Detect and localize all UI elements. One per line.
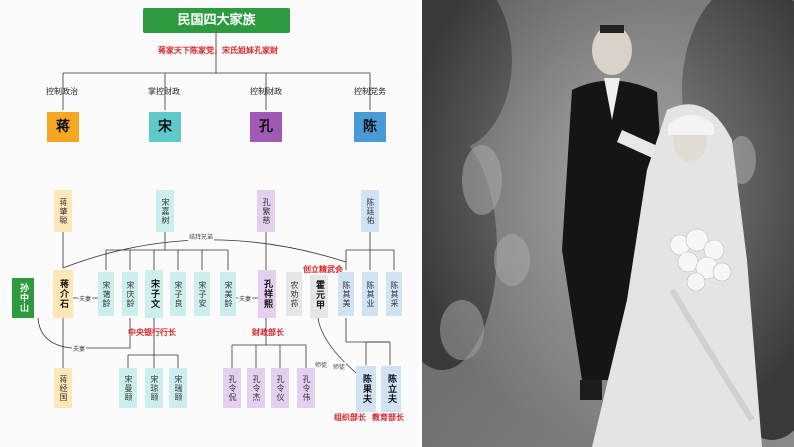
family-jiang: 蒋 [47, 112, 79, 142]
person-song-ruiyi: 宋瑞颐 [169, 368, 187, 408]
role-label-chen: 控制党务 [354, 87, 386, 96]
person-kong-lingjie: 孔令杰 [247, 368, 265, 408]
person-song-ziwen: 宋子文 [145, 270, 163, 318]
role-label-kong: 控制财政 [250, 87, 282, 96]
person-chen-lifu: 陈立夫 [381, 366, 401, 412]
person-song-qingling: 宋庆龄 [122, 272, 138, 316]
wedding-photo-image [422, 0, 794, 447]
person-song-zian: 宋子安 [194, 272, 210, 316]
person-kong-lingkan: 孔令侃 [223, 368, 241, 408]
family-chen: 陈 [354, 112, 386, 142]
family-tree-diagram: 民国四大家族 蒋家天下陈家党，宋氏姐妹孔家财 控制政治 掌控财政 控制财政 控制… [12, 8, 404, 422]
husband-label-jiang: 夫妻 [78, 294, 93, 303]
diagram-title: 民国四大家族 [143, 8, 290, 33]
person-kong-xiangxi: 孔祥熙 [258, 270, 276, 318]
family-kong: 孔 [250, 112, 282, 142]
elder-song: 宋嘉树 [156, 190, 174, 232]
finance-minister-label: 财政部长 [252, 328, 284, 337]
person-song-ziliang: 宋子良 [170, 272, 186, 316]
organization-minister-label: 组织部长 [334, 413, 366, 422]
elder-kong: 孔繁慈 [257, 190, 275, 232]
person-huo-yuanjia: 霍元甲 [310, 272, 328, 318]
person-kong-lingyi: 孔令仪 [271, 368, 289, 408]
husband-label-sun: 夫妻 [72, 344, 87, 353]
elder-jiang: 蒋肇聪 [54, 190, 72, 232]
diagram-subtitle: 蒋家天下陈家党，宋氏姐妹孔家财 [158, 46, 278, 55]
person-song-ailing: 宋蔼龄 [98, 272, 114, 316]
family-song: 宋 [149, 112, 181, 142]
wedding-photograph [422, 0, 794, 447]
person-chen-qimei: 陈其美 [338, 272, 354, 316]
person-song-qiongyi: 宋琼颐 [145, 368, 163, 408]
person-sun-zhongshan: 孙中山 [12, 278, 34, 318]
sworn-brothers-label: 结拜兄弟 [188, 232, 215, 241]
person-kong-lingwei: 孔令伟 [297, 368, 315, 408]
person-nong-jinsun: 农劝荪 [286, 272, 302, 316]
education-minister-label: 教育部长 [372, 413, 404, 422]
person-jiang-jingguo: 蒋经国 [54, 368, 72, 408]
central-bank-label: 中央银行行长 [128, 328, 176, 337]
founded-jingwu-label: 创立精武会 [302, 264, 344, 275]
mentor-label-1: 师徒 [314, 360, 329, 369]
husband-label-kong: 夫妻 [238, 294, 253, 303]
person-chen-qicai: 陈其采 [386, 272, 402, 316]
person-song-meiling: 宋美龄 [220, 272, 236, 316]
elder-chen: 陈廷佑 [361, 190, 379, 232]
mentor-label-2: 师徒 [332, 362, 347, 371]
person-chen-guofu: 陈果夫 [356, 366, 376, 412]
person-jiang-jieshi: 蒋介石 [53, 270, 73, 318]
person-chen-qiye: 陈其业 [362, 272, 378, 316]
person-song-manyi: 宋曼颐 [119, 368, 137, 408]
role-label-song: 掌控财政 [148, 87, 180, 96]
role-label-jiang: 控制政治 [46, 87, 78, 96]
